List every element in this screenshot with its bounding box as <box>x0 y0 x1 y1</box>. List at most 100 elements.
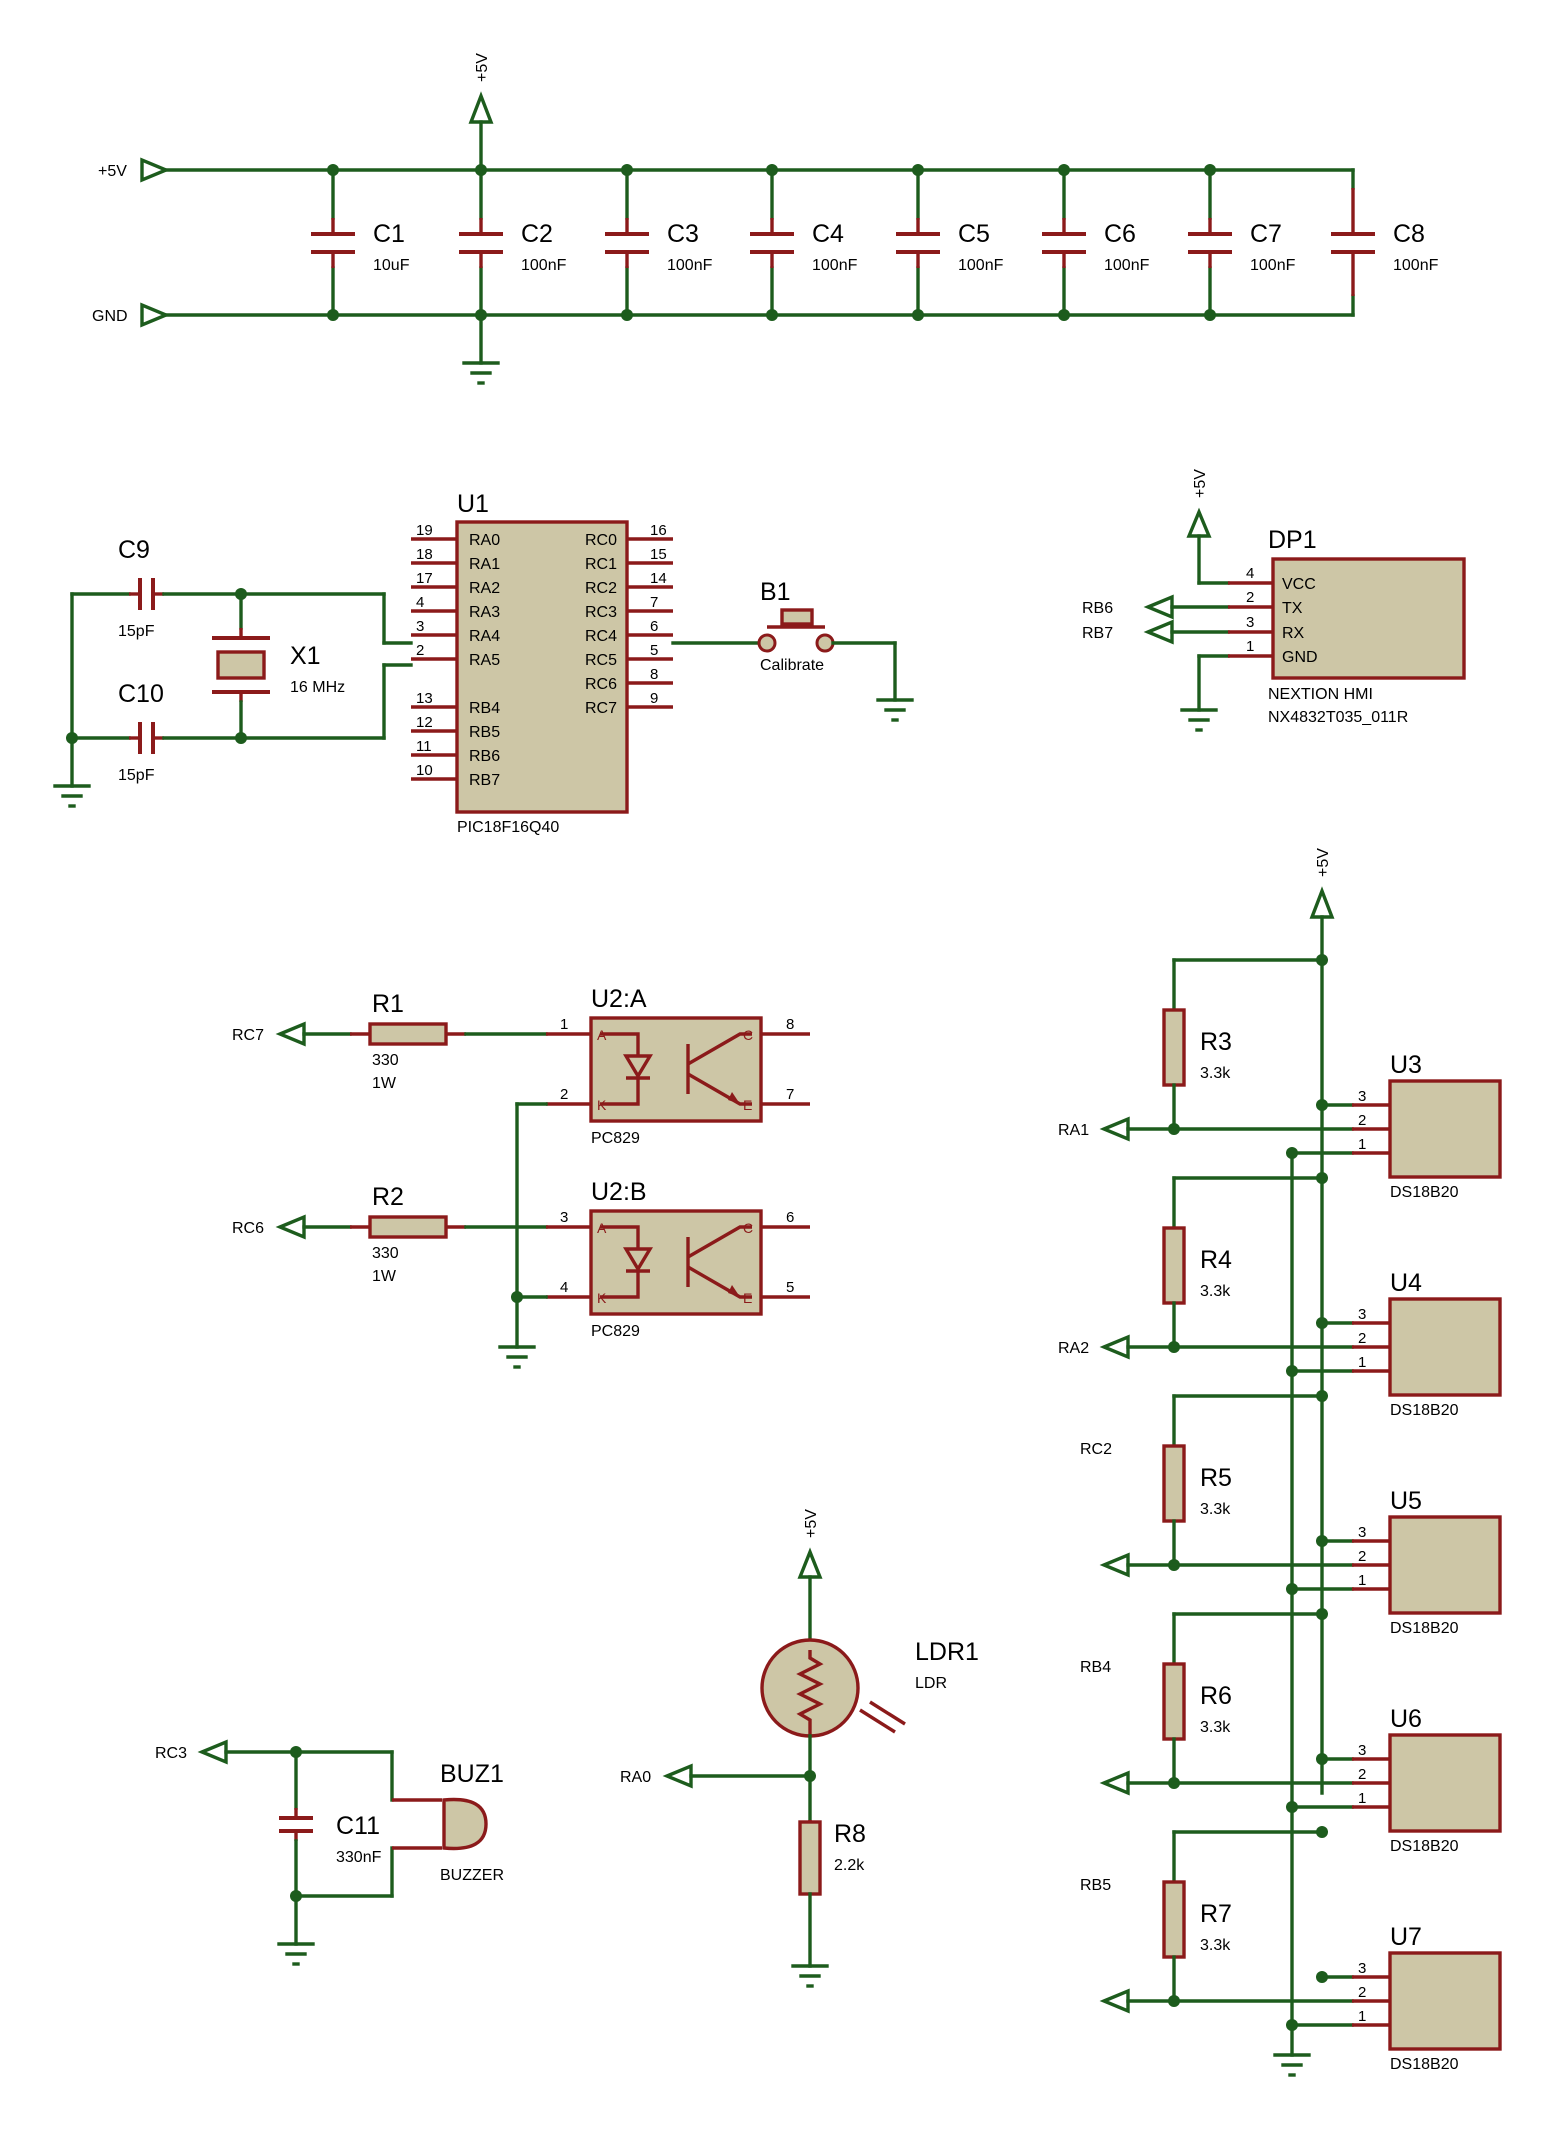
sensor-net-arrow <box>1099 1334 1130 1360</box>
vcc-arrow <box>468 91 494 124</box>
display-pin-name: TX <box>1282 600 1303 617</box>
junction-dot <box>327 309 339 321</box>
opto-ground <box>498 1345 536 1369</box>
opto-resistor-value: 330 <box>372 1245 399 1262</box>
opto-pin-num: 4 <box>560 1279 568 1296</box>
cap-value: 100nF <box>812 257 858 274</box>
junction-dot <box>1286 1147 1298 1159</box>
mcu-pin-num: 7 <box>650 594 658 611</box>
ldr-ref: LDR1 <box>915 1638 979 1666</box>
sensor-pin-num: 2 <box>1358 1112 1366 1129</box>
sensor-resistor-ref: R5 <box>1200 1464 1232 1492</box>
mcu-pin-num: 17 <box>416 570 433 587</box>
mcu-pin-name: RB7 <box>469 772 500 789</box>
opto-led-wire <box>600 1225 640 1249</box>
c9-ref: C9 <box>118 536 150 564</box>
opto-pin-num: 3 <box>560 1209 568 1226</box>
cap-ref: C8 <box>1393 220 1425 248</box>
sensor-body <box>1388 1733 1502 1833</box>
junction-dot <box>1058 164 1070 176</box>
button-ref[interactable]: B1 <box>760 578 791 606</box>
display-ref: DP1 <box>1268 526 1317 554</box>
display-line1: NEXTION HMI <box>1268 686 1373 703</box>
ground-symbol <box>462 361 500 385</box>
mcu-body <box>455 520 629 814</box>
junction-dot <box>327 164 339 176</box>
cap-value: 100nF <box>1393 257 1439 274</box>
ra0-arrow <box>662 1763 693 1789</box>
buzzer-value: BUZZER <box>440 1867 504 1884</box>
mcu-pin-num: 15 <box>650 546 667 563</box>
sensor-pin-num: 3 <box>1358 1088 1366 1105</box>
junction-dot <box>1316 1390 1328 1402</box>
opto-ref: U2:A <box>591 985 647 1013</box>
opto-led-icon <box>622 1247 654 1273</box>
mcu-pin-name: RB4 <box>469 700 500 717</box>
mcu-pin-num: 16 <box>650 522 667 539</box>
sensor-pin-num: 2 <box>1358 1766 1366 1783</box>
sensor-resistor-ref: R6 <box>1200 1682 1232 1710</box>
junction-dot <box>511 1291 523 1303</box>
mcu-ref: U1 <box>457 490 489 518</box>
cap-ref: C4 <box>812 220 844 248</box>
junction-dot <box>1058 309 1070 321</box>
button-label: Calibrate <box>760 657 824 674</box>
mcu-part: PIC18F16Q40 <box>457 819 559 836</box>
sensor-ref: U4 <box>1390 1269 1422 1297</box>
opto-pin-num: 8 <box>786 1016 794 1033</box>
ldr-vcc-label: +5V <box>803 1509 820 1538</box>
mcu-pin-num: 12 <box>416 714 433 731</box>
mcu-ground <box>53 784 91 808</box>
rc3-arrow <box>197 1739 228 1765</box>
c10-ref: C10 <box>118 680 164 708</box>
mcu-pin-name: RA1 <box>469 556 500 573</box>
cap-ref: C1 <box>373 220 405 248</box>
ra0-label: RA0 <box>620 1769 651 1786</box>
mcu-pin-name: RA3 <box>469 604 500 621</box>
sensor-ground <box>1273 2053 1311 2077</box>
sensor-net-label: RA1 <box>1058 1122 1089 1139</box>
buzzer-ref: BUZ1 <box>440 1760 504 1788</box>
sensor-net-label: RA2 <box>1058 1340 1089 1357</box>
sensor-part: DS18B20 <box>1390 1838 1459 1855</box>
cap-value: 100nF <box>1250 257 1296 274</box>
ldr-value: LDR <box>915 1675 947 1692</box>
sensor-pin-num: 3 <box>1358 1742 1366 1759</box>
junction-dot <box>1286 1365 1298 1377</box>
junction-dot <box>475 309 487 321</box>
junction-dot <box>621 164 633 176</box>
mcu-section: C9 15pF C10 15pF X1 16 MHz U1 PIC18F16Q4… <box>53 490 914 836</box>
sensor-net-arrow <box>1099 1988 1130 2014</box>
junction-dot <box>1316 1608 1328 1620</box>
rb6-label: RB6 <box>1082 600 1113 617</box>
vcc-terminal <box>140 157 171 183</box>
display-ground <box>1180 708 1218 732</box>
c11-ref: C11 <box>336 1812 380 1840</box>
sensor-resistor-body <box>1162 1226 1186 1305</box>
opto-pin-num: 2 <box>560 1086 568 1103</box>
opto-pin-num: 7 <box>786 1086 794 1103</box>
sensor-pin-num: 3 <box>1358 1306 1366 1323</box>
opto-transistor-collector <box>687 1032 752 1066</box>
mcu-pin-name: RA0 <box>469 532 500 549</box>
mcu-pin-num: 13 <box>416 690 433 707</box>
opto-resistor-body <box>368 1022 448 1046</box>
ldr-section: +5V RA0 LDR1 LDR R8 2.2k <box>620 1509 979 1988</box>
opto-led-icon <box>622 1054 654 1080</box>
sensor-pin-num: 1 <box>1358 1790 1366 1807</box>
sensor-pin-num: 1 <box>1358 2008 1366 2025</box>
cap-value: 100nF <box>521 257 567 274</box>
r8-value: 2.2k <box>834 1857 865 1874</box>
sensor-resistor-value: 3.3k <box>1200 1501 1231 1518</box>
sensor-ref: U7 <box>1390 1923 1422 1951</box>
sensor-pin-num: 1 <box>1358 1136 1366 1153</box>
opto-transistor-collector <box>687 1225 752 1259</box>
mcu-pin-num: 9 <box>650 690 658 707</box>
opto-emitter-arrow <box>728 1285 740 1297</box>
opto-resistor-power: 1W <box>372 1075 397 1092</box>
sensor-part: DS18B20 <box>1390 2056 1459 2073</box>
cap-value: 100nF <box>958 257 1004 274</box>
junction-dot <box>912 309 924 321</box>
sensor-pin-num: 2 <box>1358 1984 1366 2001</box>
mcu-pin-name: RC7 <box>585 700 617 717</box>
